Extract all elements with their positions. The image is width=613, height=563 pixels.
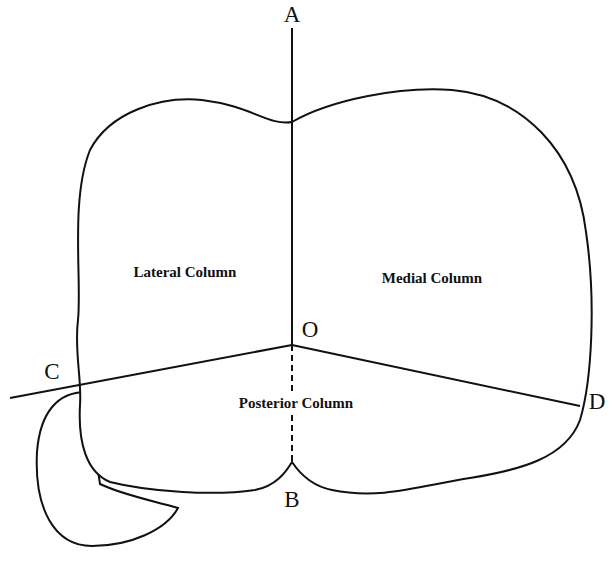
region-label: Medial Column [382,270,482,287]
point-letter: O [302,317,319,342]
point-letter: C [44,359,59,384]
region-label: Lateral Column [134,264,237,281]
division-line [10,345,292,398]
point-letter: D [589,389,606,414]
point-letter: A [284,2,301,27]
tibial-plateau-outline [77,89,592,493]
axis-line [291,28,293,345]
point-letter: B [284,487,299,512]
region-label: Posterior Column [237,395,355,412]
